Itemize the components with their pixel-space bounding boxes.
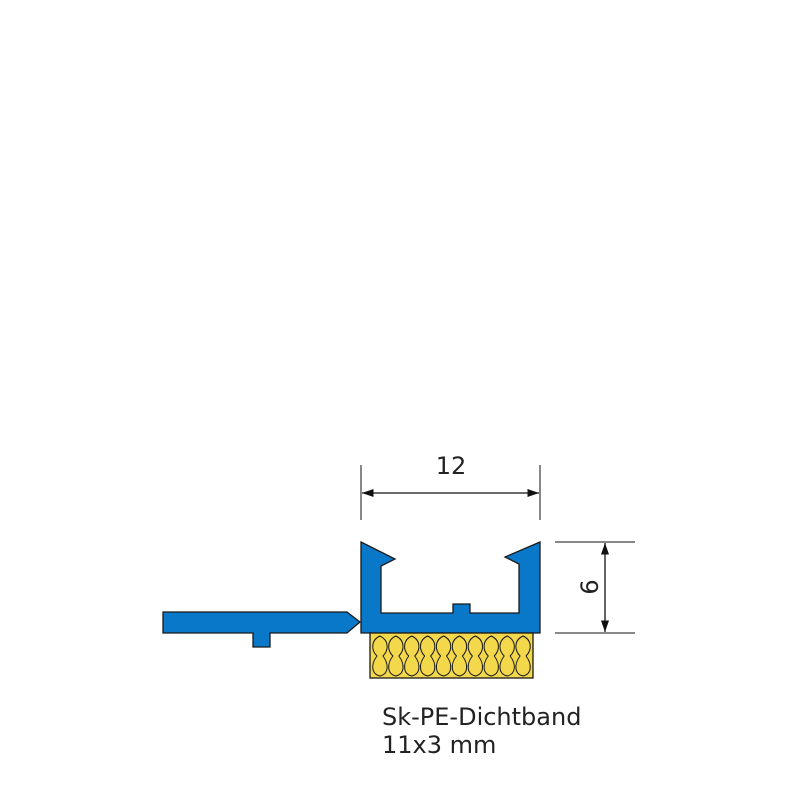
foam-cell	[388, 635, 404, 677]
foam-cell	[435, 635, 452, 677]
height-dimension: 6	[555, 541, 635, 634]
foam-cell	[451, 635, 468, 677]
foam-cell	[420, 635, 436, 677]
caption-size: 11x3 mm	[382, 731, 497, 759]
width-label: 12	[436, 452, 467, 480]
foam-cell	[515, 635, 531, 677]
foam-cell	[483, 635, 499, 677]
foam-cell	[372, 635, 388, 677]
height-label: 6	[576, 579, 604, 594]
foam-cell	[467, 635, 483, 677]
foam-cell	[404, 635, 420, 677]
width-dimension: 12	[360, 452, 541, 520]
u-channel	[360, 540, 541, 634]
flap-strip	[162, 611, 362, 648]
foam-seal-tape	[369, 632, 534, 679]
foam-cell	[499, 635, 515, 677]
caption-product-name: Sk-PE-Dichtband	[382, 703, 582, 731]
